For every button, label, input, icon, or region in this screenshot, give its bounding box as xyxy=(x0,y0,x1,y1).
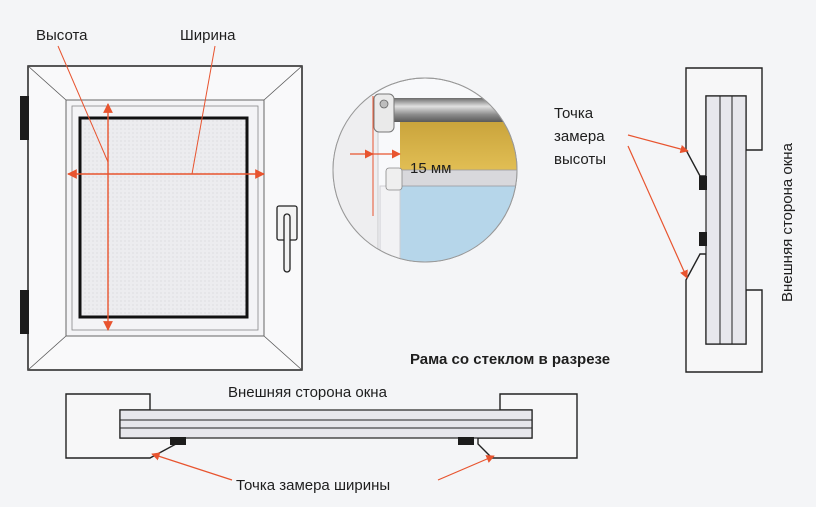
width-label: Ширина xyxy=(180,27,236,44)
window-handle xyxy=(276,205,298,273)
measure-height-label-3: высоты xyxy=(554,151,606,168)
height-leader xyxy=(57,45,109,163)
roller-tube xyxy=(380,98,517,122)
offset-label: 15 мм xyxy=(410,160,451,177)
vertical-section: Точка замера высоты Внешняя сторона окна xyxy=(554,67,796,373)
window-glass xyxy=(78,116,249,319)
window-front-view: Высота Ширина xyxy=(20,27,303,371)
measure-height-label-2: замера xyxy=(554,128,605,145)
measure-width-arrow-left xyxy=(151,452,233,481)
measure-width-label: Точка замера ширины xyxy=(236,477,390,494)
horizontal-section: Внешняя сторона окна Точка замера ширины xyxy=(65,384,578,494)
height-label: Высота xyxy=(36,27,88,44)
hinge-top xyxy=(20,96,29,140)
gasket-top xyxy=(699,176,707,190)
hinge-bottom xyxy=(20,290,29,334)
measure-width-arrow-right xyxy=(437,455,495,481)
outer-side-vertical-label: Внешняя сторона окна xyxy=(779,142,796,302)
gasket-left xyxy=(170,437,186,445)
roller-detail-inset: 15 мм xyxy=(332,77,518,263)
gasket-right xyxy=(458,437,474,445)
vertical-glass xyxy=(705,95,747,345)
roller-end-cap xyxy=(373,93,395,133)
width-leader xyxy=(191,45,216,175)
horizontal-glass xyxy=(119,409,533,439)
measure-height-arrow-top xyxy=(627,134,689,154)
measure-height-arrow-bottom xyxy=(627,145,688,279)
section-title: Рама со стеклом в разрезе xyxy=(410,351,610,368)
gasket-bottom xyxy=(699,232,707,246)
outer-side-horizontal-label: Внешняя сторона окна xyxy=(228,384,388,401)
measure-height-label-1: Точка xyxy=(554,105,594,122)
